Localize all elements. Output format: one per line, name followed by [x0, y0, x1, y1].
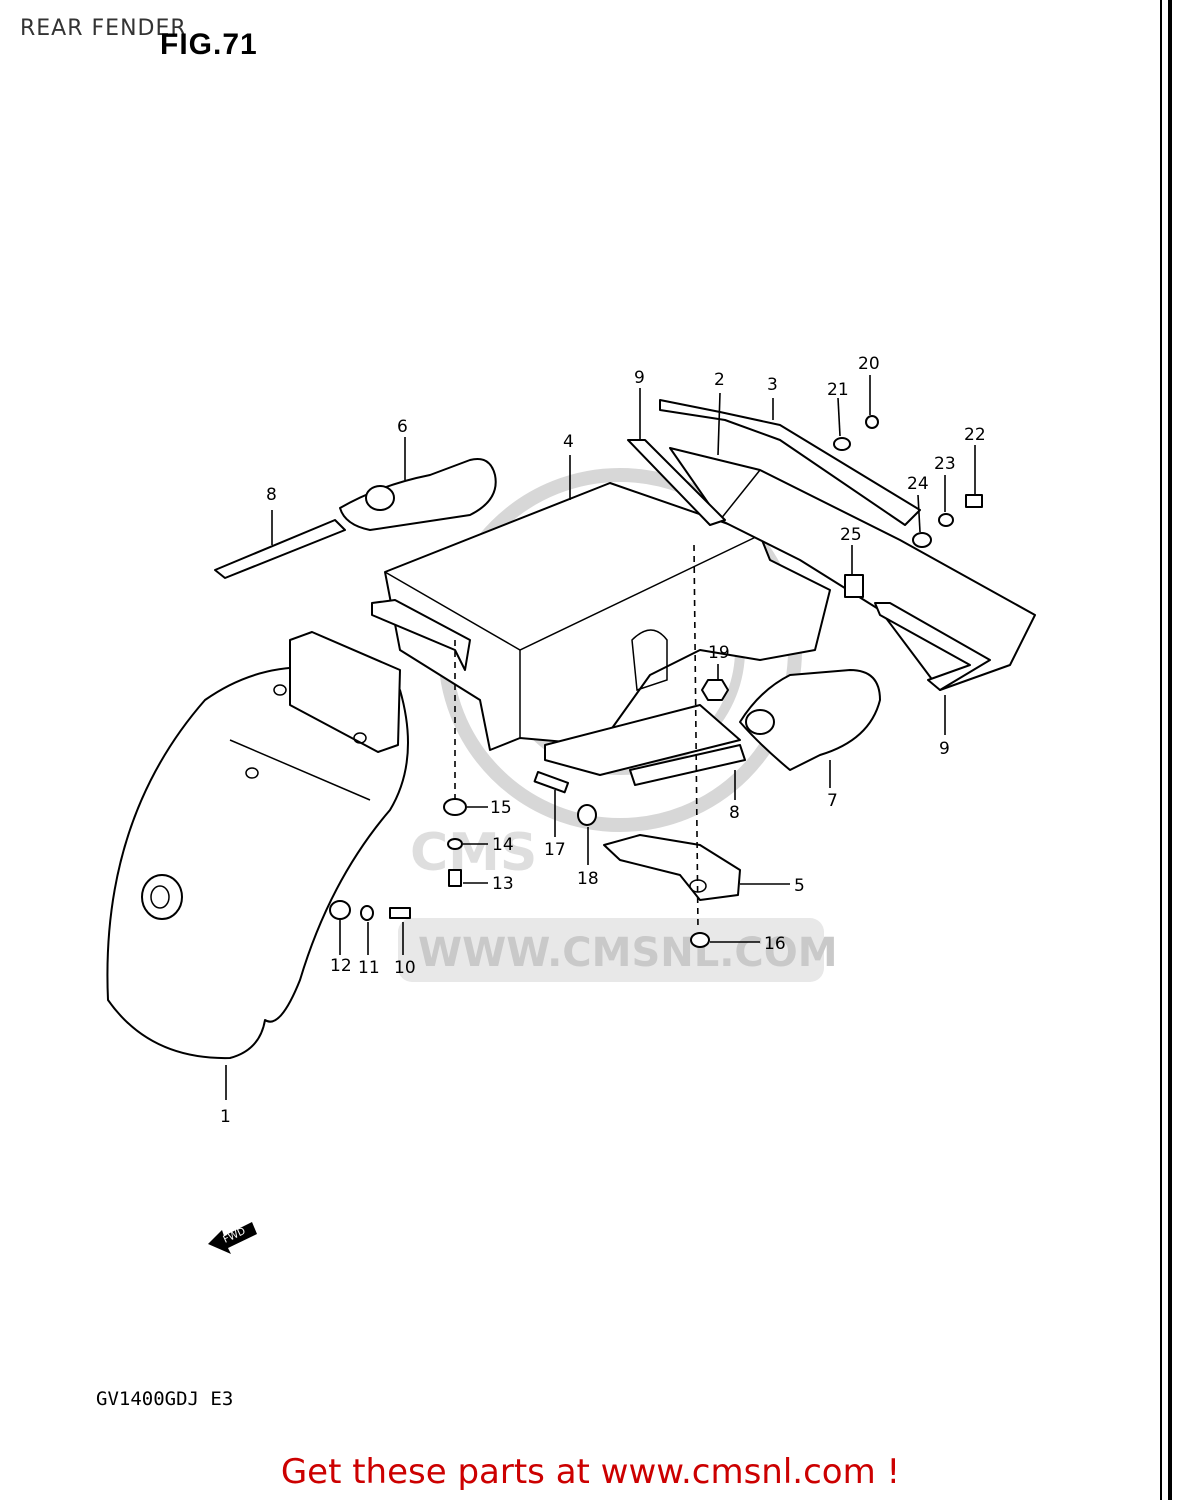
callout-8-right: 8: [729, 803, 740, 823]
callout-18: 18: [577, 869, 599, 889]
tray-front-bracket: [371, 599, 471, 671]
part-7-cover: [739, 669, 881, 771]
callout-labels: 1 2 3 4 5 6 7 8 8 9 9 10 11 12 13 14 15 …: [220, 354, 986, 1127]
callout-24: 24: [907, 474, 929, 494]
callout-14: 14: [492, 835, 514, 855]
leader-lines: [225, 375, 976, 1100]
callout-13: 13: [492, 874, 514, 894]
figure-number: FIG.71: [160, 28, 258, 61]
callout-1: 1: [220, 1107, 231, 1127]
callout-19: 19: [708, 643, 730, 663]
part-4-tray: [384, 482, 831, 776]
alignment-line-16: [693, 544, 699, 931]
callout-4: 4: [563, 432, 574, 452]
callout-23: 23: [934, 454, 956, 474]
callout-9-bottom: 9: [939, 739, 950, 759]
callout-9-top: 9: [634, 368, 645, 388]
part-6-cover: [339, 458, 497, 531]
callout-25: 25: [840, 525, 862, 545]
watermark-url: WWW.CMSNL.COM: [418, 930, 838, 976]
right-frame-border: [1168, 0, 1172, 1500]
part-5-bracket: [603, 834, 741, 901]
hardware: [329, 415, 983, 948]
callout-17: 17: [544, 840, 566, 860]
part-8-strip-left: [214, 519, 346, 579]
callout-15: 15: [490, 798, 512, 818]
callout-3: 3: [767, 375, 778, 395]
fwd-direction-arrow: FWD: [208, 1222, 257, 1254]
callout-22: 22: [964, 425, 986, 445]
watermark-logo: CMS WWW.CMSNL.COM: [398, 468, 838, 982]
callout-5: 5: [794, 876, 805, 896]
callout-12: 12: [330, 956, 352, 976]
page-title: REAR FENDER: [20, 16, 187, 41]
callout-10: 10: [394, 958, 416, 978]
part-1-rear-fender: [106, 631, 409, 1060]
callout-7: 7: [827, 791, 838, 811]
part-8-strip-right: [629, 744, 746, 786]
model-code: GV1400GDJ E3: [96, 1388, 234, 1410]
callout-2: 2: [714, 370, 725, 390]
callout-21: 21: [827, 380, 849, 400]
right-frame-border-inner: [1160, 0, 1162, 1500]
callout-16: 16: [764, 934, 786, 954]
callout-8-left: 8: [266, 485, 277, 505]
callout-6: 6: [397, 417, 408, 437]
callout-20: 20: [858, 354, 880, 374]
footer-shop-link[interactable]: Get these parts at www.cmsnl.com !: [280, 1452, 901, 1492]
watermark-logo-text: CMS: [410, 823, 537, 883]
callout-11: 11: [358, 958, 380, 978]
